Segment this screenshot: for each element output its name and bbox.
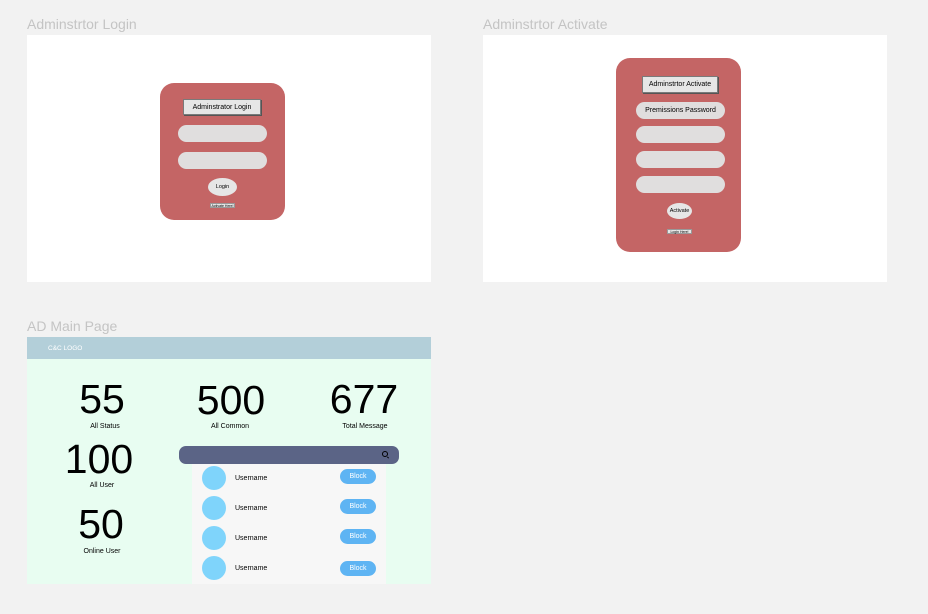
login-password-field[interactable] bbox=[178, 152, 267, 169]
stat-online-user-label: Online User bbox=[83, 548, 121, 555]
login-here-link[interactable]: Login Here! bbox=[667, 229, 692, 234]
frame-label-login: Adminstrtor Login bbox=[27, 16, 137, 32]
stat-all-user-label: All User bbox=[89, 482, 115, 489]
username: Username bbox=[235, 535, 268, 542]
stat-all-user-value: 100 bbox=[64, 436, 134, 482]
list-item: Username Block bbox=[192, 524, 386, 554]
ad-main-page-frame: C&C LOGO 55 All Status 500 All Common 67… bbox=[27, 337, 431, 584]
avatar bbox=[202, 556, 226, 580]
login-card: Adminstrator Login Login Activate Here! bbox=[160, 83, 285, 220]
block-button[interactable]: Block bbox=[340, 499, 376, 514]
activate-button[interactable]: Activate bbox=[667, 203, 692, 219]
logo: C&C LOGO bbox=[48, 345, 83, 352]
stat-all-status-label: All Status bbox=[90, 423, 120, 430]
activate-card: Adminstrtor Activate Premissions Passwor… bbox=[616, 58, 741, 252]
login-button[interactable]: Login bbox=[208, 178, 237, 196]
block-button[interactable]: Block bbox=[340, 529, 376, 544]
search-bar[interactable] bbox=[179, 446, 399, 464]
avatar bbox=[202, 496, 226, 520]
avatar bbox=[202, 526, 226, 550]
activate-field-1[interactable] bbox=[636, 126, 725, 143]
admin-login-title-button[interactable]: Adminstrator Login bbox=[183, 99, 261, 115]
list-item: Username Block bbox=[192, 464, 386, 494]
stat-total-message-value: 677 bbox=[329, 376, 399, 422]
username: Username bbox=[235, 505, 268, 512]
list-item: Username Block bbox=[192, 494, 386, 524]
user-list: Username Block Username Block Username B… bbox=[192, 464, 386, 584]
list-item: Username Block bbox=[192, 554, 386, 584]
block-button[interactable]: Block bbox=[340, 561, 376, 576]
stat-all-common-value: 500 bbox=[196, 377, 266, 423]
stat-online-user-value: 50 bbox=[78, 501, 124, 547]
permissions-password-field[interactable]: Premissions Password bbox=[636, 102, 725, 119]
stat-total-message-label: Total Message bbox=[342, 423, 388, 430]
frame-label-activate: Adminstrtor Activate bbox=[483, 16, 608, 32]
top-bar: C&C LOGO bbox=[27, 337, 431, 359]
username: Username bbox=[235, 475, 268, 482]
avatar bbox=[202, 466, 226, 490]
stat-all-common-label: All Common bbox=[210, 423, 250, 430]
admin-activate-title-button[interactable]: Adminstrtor Activate bbox=[642, 76, 718, 93]
activate-field-3[interactable] bbox=[636, 176, 725, 193]
activate-here-link[interactable]: Activate Here! bbox=[210, 203, 235, 208]
login-username-field[interactable] bbox=[178, 125, 267, 142]
frame-label-main: AD Main Page bbox=[27, 318, 118, 334]
admin-activate-frame: Adminstrtor Activate Premissions Passwor… bbox=[483, 35, 887, 282]
admin-login-frame: Adminstrator Login Login Activate Here! bbox=[27, 35, 431, 282]
username: Username bbox=[235, 565, 268, 572]
stat-all-status-value: 55 bbox=[79, 376, 125, 422]
search-icon[interactable] bbox=[382, 451, 388, 457]
block-button[interactable]: Block bbox=[340, 469, 376, 484]
activate-field-2[interactable] bbox=[636, 151, 725, 168]
